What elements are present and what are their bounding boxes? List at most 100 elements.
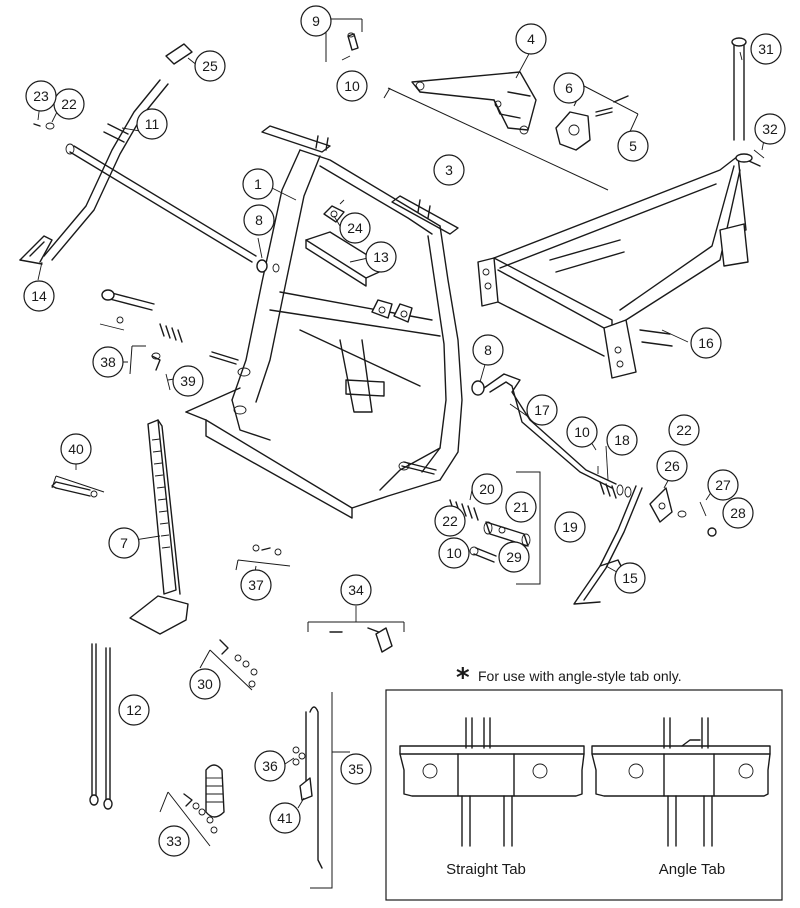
callout-13: 13 bbox=[365, 241, 397, 273]
callout-12: 12 bbox=[118, 694, 150, 726]
callout-14: 14 bbox=[23, 280, 55, 312]
callout-10c: 10 bbox=[438, 537, 470, 569]
callout-20: 20 bbox=[471, 473, 503, 505]
hardware-30 bbox=[219, 639, 258, 688]
callout-11: 11 bbox=[136, 108, 168, 140]
cable-35 bbox=[305, 706, 323, 869]
callout-number: 26 bbox=[664, 458, 680, 474]
callout-circle bbox=[722, 497, 754, 529]
callout-35: 35 bbox=[340, 753, 372, 785]
pin-9 bbox=[341, 32, 359, 61]
callout-21: 21 bbox=[505, 491, 537, 523]
callout-number: 8 bbox=[255, 212, 263, 228]
callout-circle bbox=[526, 394, 558, 426]
callout-number: 5 bbox=[629, 138, 637, 154]
pin-spring-38 bbox=[99, 289, 183, 391]
callout-circle bbox=[606, 424, 638, 456]
jack-stand-7 bbox=[129, 419, 189, 635]
callout-circle bbox=[471, 473, 503, 505]
callout-circle bbox=[754, 113, 786, 145]
callout-circle bbox=[340, 753, 372, 785]
callout-number: 25 bbox=[202, 58, 218, 74]
callout-circle bbox=[25, 80, 57, 112]
callout-circle bbox=[339, 212, 371, 244]
callout-number: 9 bbox=[312, 13, 320, 29]
callout-24: 24 bbox=[339, 212, 371, 244]
callout-circle bbox=[365, 241, 397, 273]
callout-8a: 8 bbox=[243, 204, 275, 236]
callout-number: 18 bbox=[614, 432, 630, 448]
callout-circle bbox=[656, 450, 688, 482]
callout-31: 31 bbox=[750, 33, 782, 65]
callout-circle bbox=[472, 334, 504, 366]
bracket-4 bbox=[411, 71, 537, 135]
callout-circle bbox=[189, 668, 221, 700]
callout-circle bbox=[242, 168, 274, 200]
pin-40 bbox=[51, 481, 98, 498]
callout-number: 28 bbox=[730, 505, 746, 521]
callout-circle bbox=[614, 562, 646, 594]
callout-15: 15 bbox=[614, 562, 646, 594]
angle-tab-label: Angle Tab bbox=[659, 861, 725, 878]
straight-tab-drawing: Straight Tab bbox=[399, 717, 585, 878]
callout-circle bbox=[340, 574, 372, 606]
callout-circle bbox=[554, 511, 586, 543]
callout-number: 27 bbox=[715, 477, 731, 493]
callout-number: 35 bbox=[348, 761, 364, 777]
callout-number: 31 bbox=[758, 41, 774, 57]
callout-number: 14 bbox=[31, 288, 47, 304]
callout-number: 23 bbox=[33, 88, 49, 104]
callout-30: 30 bbox=[189, 668, 221, 700]
spring-18 bbox=[597, 466, 632, 499]
callout-26: 26 bbox=[656, 450, 688, 482]
rods-12 bbox=[89, 643, 113, 810]
callout-number: 6 bbox=[565, 80, 573, 96]
callout-circle bbox=[92, 346, 124, 378]
callout-8b: 8 bbox=[472, 334, 504, 366]
callout-circle bbox=[438, 537, 470, 569]
callout-number: 38 bbox=[100, 354, 116, 370]
footnote-text: For use with angle-style tab only. bbox=[478, 668, 682, 684]
callout-38: 38 bbox=[92, 346, 124, 378]
hardware-37 bbox=[252, 544, 282, 556]
callout-number: 41 bbox=[277, 810, 293, 826]
bolt-assembly-24 bbox=[323, 199, 345, 223]
callout-number: 16 bbox=[698, 335, 714, 351]
callout-5: 5 bbox=[617, 130, 649, 162]
footnote: * For use with angle-style tab only. bbox=[456, 663, 682, 693]
callout-10b: 10 bbox=[566, 416, 598, 448]
callout-28: 28 bbox=[722, 497, 754, 529]
callout-circle bbox=[136, 108, 168, 140]
callout-circle bbox=[498, 541, 530, 573]
callout-circle bbox=[172, 365, 204, 397]
callout-number: 22 bbox=[61, 96, 77, 112]
grip-25 bbox=[165, 43, 193, 65]
callout-circle bbox=[750, 33, 782, 65]
callout-32: 32 bbox=[754, 113, 786, 145]
callout-number: 1 bbox=[254, 176, 262, 192]
callout-34: 34 bbox=[340, 574, 372, 606]
callout-circle bbox=[515, 23, 547, 55]
callout-circle bbox=[108, 527, 140, 559]
callout-circle bbox=[118, 694, 150, 726]
callout-circle bbox=[240, 569, 272, 601]
callout-circle bbox=[60, 433, 92, 465]
callout-36: 36 bbox=[254, 750, 286, 782]
callout-circle bbox=[566, 416, 598, 448]
callout-circle bbox=[668, 414, 700, 446]
callout-number: 11 bbox=[145, 116, 160, 132]
callout-3: 3 bbox=[433, 154, 465, 186]
a-frame-16 bbox=[477, 153, 761, 379]
bushing-8a bbox=[256, 259, 280, 273]
callout-number: 22 bbox=[676, 422, 692, 438]
callout-6: 6 bbox=[553, 72, 585, 104]
callout-22b: 22 bbox=[668, 414, 700, 446]
callout-27: 27 bbox=[707, 469, 739, 501]
tab-plate-5 bbox=[555, 95, 629, 151]
callout-18: 18 bbox=[606, 424, 638, 456]
spring-33 bbox=[183, 764, 225, 834]
straight-tab-label: Straight Tab bbox=[446, 861, 526, 878]
pin-31 bbox=[731, 37, 765, 159]
callout-40: 40 bbox=[60, 433, 92, 465]
